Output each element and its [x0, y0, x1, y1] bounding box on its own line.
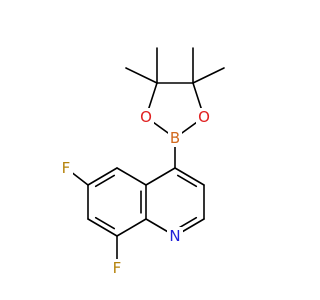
structure-canvas: F F N B O O [59, 47, 225, 277]
atom-label-f8: F [113, 259, 122, 277]
bond-c5-c6-inner [94, 174, 116, 188]
atom-n1: N [167, 227, 183, 245]
molecule-diagram: F F N B O O [59, 47, 225, 277]
bond-c4a-c5 [116, 167, 147, 186]
bond-c3-c4 [174, 167, 205, 186]
bond-c7-c8-inner [94, 216, 116, 230]
atom-label-o2: O [198, 108, 210, 126]
atom-label-f6: F [62, 159, 71, 177]
atom-layer: F F N B O O [59, 108, 212, 277]
bond-n1-c2-inner [176, 216, 198, 230]
atom-o2: O [196, 108, 212, 126]
atom-f6: F [59, 159, 73, 177]
atom-b: B [168, 129, 182, 147]
bond-layer [65, 47, 225, 269]
atom-label-n1: N [169, 227, 180, 245]
bond-c4-c4a [145, 167, 176, 186]
bond-c8-c8a [116, 218, 147, 237]
bond-c3-c4-inner [176, 174, 198, 188]
bond-c7-c8 [87, 218, 118, 237]
atom-f8: F [110, 259, 124, 277]
atom-label-b: B [170, 129, 180, 147]
bond-c1-methyl-a [125, 67, 158, 84]
bond-c2-methyl-b [192, 67, 225, 84]
atom-o1: O [138, 108, 154, 126]
atom-label-o1: O [140, 108, 152, 126]
bond-c5-c6 [87, 167, 118, 186]
